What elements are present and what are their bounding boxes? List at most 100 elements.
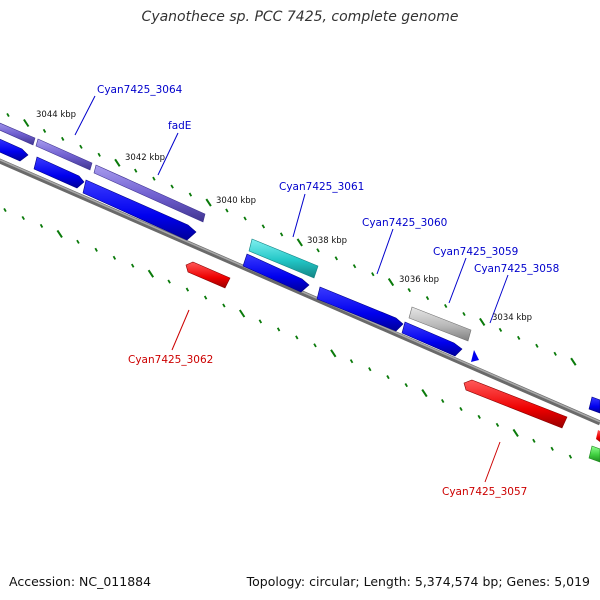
cds-arrow-forward[interactable] [0,137,29,162]
minor-tick [462,311,466,317]
tick-label-3044: 3044 kbp [36,110,76,120]
minor-tick [517,335,521,340]
minor-tick [495,422,500,427]
minor-tick [477,414,481,419]
major-tick [512,428,519,437]
minor-tick [404,383,408,388]
minor-tick [134,168,138,173]
minor-tick [258,319,263,324]
tick-label-3038: 3038 kbp [307,236,347,246]
gene-label-cyan7425-3064[interactable]: Cyan7425_3064 [97,84,183,96]
label-line-cyan7425-3064 [74,95,96,136]
major-tick [114,158,121,167]
minor-tick [3,207,7,213]
minor-tick [532,438,536,443]
label-line-fade [157,132,179,176]
cds-arrow-reverse-edge[interactable] [596,430,600,442]
minor-tick [79,144,83,149]
minor-tick [349,359,354,364]
major-tick [479,317,486,326]
minor-tick [225,208,229,213]
feature-cyan7425-3064-outer[interactable] [0,121,206,223]
gene-label-fade[interactable]: fadE [168,120,191,132]
outer-tick-row [6,112,577,366]
minor-tick [444,303,448,309]
cds-arrow-forward[interactable] [242,253,310,293]
gene-label-cyan7425-3057[interactable]: Cyan7425_3057 [442,486,527,498]
tick-label-3036: 3036 kbp [399,275,439,285]
gene-label-cyan7425-3061[interactable]: Cyan7425_3061 [279,181,364,193]
minor-tick [203,295,208,300]
label-line-cyan7425-3061 [292,193,306,238]
major-tick [387,278,395,287]
label-line-cyan7425-3057 [484,441,501,483]
minor-tick [131,263,135,268]
minor-tick [185,287,190,292]
cds-arrow-forward-edge[interactable] [588,396,600,414]
minor-tick [167,279,171,284]
minor-tick [21,215,25,221]
inner-tick-row [3,207,573,459]
gene-label-cyan7425-3062[interactable]: Cyan7425_3062 [128,354,213,366]
minor-tick [371,272,375,277]
major-tick [23,118,30,128]
minor-tick [295,335,299,340]
major-tick [205,198,212,207]
accession-text: Accession: NC_011884 [9,574,152,589]
minor-tick [188,192,193,197]
minor-tick [316,248,320,253]
minor-tick [553,351,557,356]
major-tick [296,238,303,247]
major-tick [56,229,63,238]
cds-arrow-forward[interactable] [316,286,404,332]
minor-tick [334,256,338,261]
minor-tick [550,446,554,451]
cds-arrow-reverse-cyan7425-3057[interactable] [463,379,568,429]
minor-tick [425,296,430,301]
minor-tick [97,152,101,157]
minor-tick [222,303,226,308]
minor-tick [407,288,411,293]
minor-tick [368,367,372,372]
label-line-cyan7425-3062 [171,309,190,351]
minor-tick [152,176,156,181]
major-tick [330,349,337,358]
feature-cyan7425-3061-outer[interactable] [248,238,319,279]
major-tick [238,309,246,318]
cds-arrow-forward-small[interactable] [471,350,479,362]
minor-tick [459,406,463,412]
tick-label-3034: 3034 kbp [492,313,532,323]
minor-tick [535,343,539,348]
minor-tick [568,454,573,459]
minor-tick [279,232,284,237]
feature-green-edge[interactable] [588,445,600,463]
minor-tick [94,247,98,252]
major-tick [147,269,155,278]
minor-tick [498,327,503,332]
minor-tick [61,136,65,141]
label-line-cyan7425-3058 [489,274,509,324]
minor-tick [276,327,281,332]
minor-tick [42,128,47,133]
minor-tick [170,184,174,189]
minor-tick [352,264,357,269]
cds-arrow-reverse-cyan7425-3062[interactable] [185,261,231,289]
cds-arrow-forward[interactable] [82,179,197,241]
genome-backbone [0,158,600,426]
minor-tick [6,112,10,118]
tick-label-3040: 3040 kbp [216,196,256,206]
feature-cyan7425-3059-outer[interactable] [408,306,472,342]
map-title: Cyanothece sp. PCC 7425, complete genome [141,9,459,25]
gene-label-cyan7425-3059[interactable]: Cyan7425_3059 [433,246,518,258]
cds-arrow-forward[interactable] [33,156,85,189]
minor-tick [39,223,44,228]
minor-tick [386,375,390,380]
minor-tick [261,224,266,229]
tick-label-3042: 3042 kbp [125,153,165,163]
cds-arrow-forward[interactable] [401,321,463,357]
label-line-cyan7425-3060 [376,228,394,275]
gene-label-cyan7425-3060[interactable]: Cyan7425_3060 [362,217,447,229]
minor-tick [313,343,317,348]
gene-label-cyan7425-3058[interactable]: Cyan7425_3058 [474,263,559,275]
